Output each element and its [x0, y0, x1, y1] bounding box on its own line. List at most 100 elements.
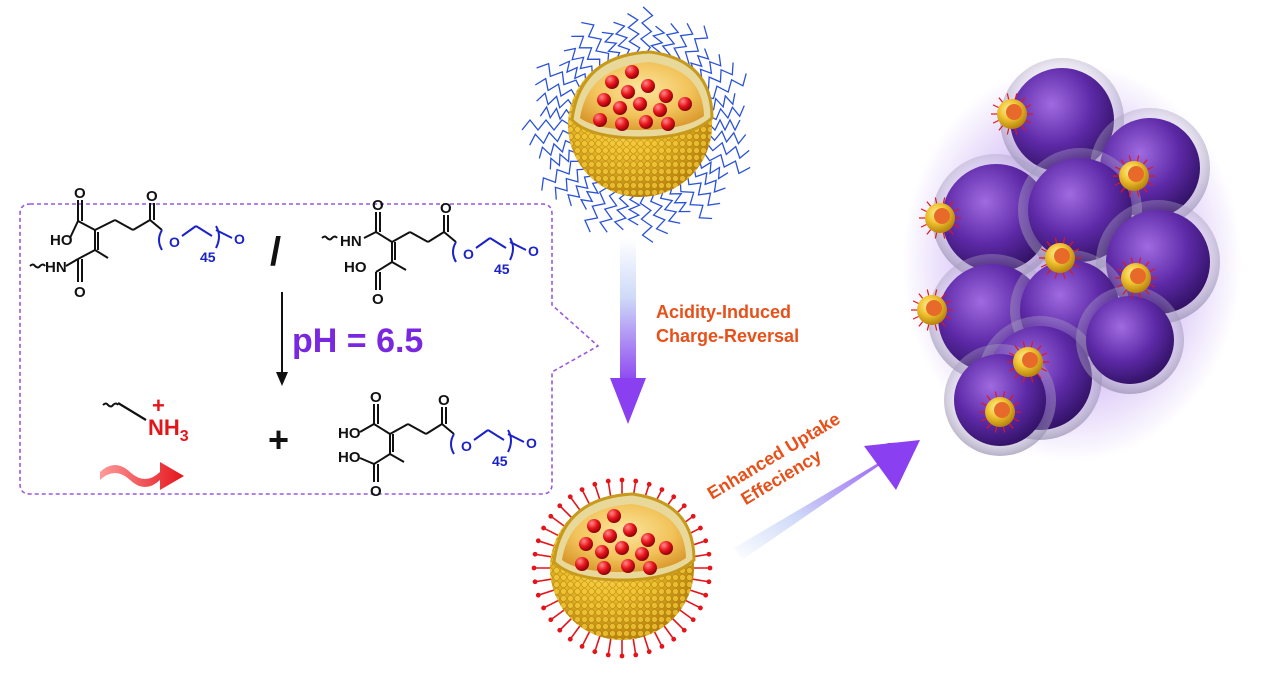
- small-spike: [1149, 283, 1156, 288]
- small-spike: [934, 197, 938, 204]
- charge-tip: [567, 494, 573, 500]
- product-ester-carbonyl-label: O: [438, 392, 450, 409]
- product-o1-label: O: [370, 389, 382, 406]
- drug-molecule: [597, 561, 611, 575]
- small-spike: [918, 321, 924, 327]
- charge-spike: [642, 634, 650, 652]
- drug-molecule: [605, 75, 619, 89]
- small-spike: [1006, 93, 1010, 100]
- charge-spike: [632, 637, 637, 656]
- ph-condition: pH = 6.5: [292, 322, 423, 360]
- drug-molecule: [575, 557, 589, 571]
- charge-tip: [619, 477, 625, 483]
- charge-tip: [706, 579, 712, 585]
- peg-chain: [704, 73, 747, 100]
- charge-tip: [535, 538, 541, 544]
- small-spike: [1136, 190, 1140, 197]
- charge-spike: [550, 515, 566, 528]
- small-spike: [940, 321, 946, 327]
- small-spike: [1041, 367, 1048, 372]
- small-spike: [942, 232, 946, 239]
- uptake-label: Enhanced Uptake Effeciency: [704, 406, 859, 522]
- small-spike: [1149, 268, 1156, 273]
- charge-tip: [706, 551, 712, 557]
- down-arrow: [610, 238, 646, 424]
- charge-spike: [688, 588, 706, 596]
- small-spike: [1013, 402, 1020, 407]
- charge-tip: [541, 525, 546, 531]
- charge-tip: [633, 478, 639, 484]
- small-spike: [994, 391, 998, 398]
- charge-spike: [550, 608, 566, 621]
- small-spike: [920, 208, 927, 213]
- small-spike: [942, 197, 946, 204]
- small-spike: [912, 300, 919, 305]
- peg-chain: [601, 31, 621, 60]
- peg-chain: [541, 160, 581, 191]
- small-spike: [1046, 269, 1052, 275]
- small-spike: [934, 289, 938, 296]
- small-spike: [1068, 241, 1074, 247]
- small-nanoparticle-core: [1130, 268, 1146, 284]
- product-ester-o-label: O: [461, 438, 472, 454]
- peg-chain: [627, 194, 641, 226]
- small-nanoparticle-core: [926, 300, 942, 316]
- peg-chain: [571, 35, 601, 68]
- reaction-arrow: [276, 292, 288, 386]
- small-spike: [912, 315, 919, 320]
- small-spike: [934, 232, 938, 239]
- right-ester-carbonyl-label: O: [440, 200, 452, 217]
- charge-tip: [703, 538, 709, 544]
- small-spike: [1122, 289, 1128, 295]
- charge-tip: [633, 652, 639, 658]
- small-spike: [1114, 181, 1121, 186]
- small-spike: [992, 119, 999, 124]
- peg-chain: [627, 13, 641, 56]
- small-spike: [945, 300, 952, 305]
- right-ether-o-label: O: [528, 243, 539, 259]
- small-spike: [1147, 166, 1154, 171]
- charge-tip: [531, 565, 537, 571]
- peg-chain: [703, 152, 751, 175]
- charge-tip: [557, 627, 563, 633]
- charge-spike: [594, 634, 602, 652]
- peg-chain: [613, 21, 631, 57]
- drug-molecule: [607, 509, 621, 523]
- small-spike: [1054, 237, 1058, 244]
- charge-spike: [538, 540, 556, 548]
- peg-chain: [639, 194, 654, 243]
- charge-tip: [646, 649, 652, 655]
- charge-spike: [581, 489, 591, 506]
- small-spike: [1002, 391, 1006, 398]
- small-nanoparticle-core: [994, 402, 1010, 418]
- small-spike: [1025, 104, 1032, 109]
- peg-chain: [559, 60, 587, 81]
- small-spike: [1025, 119, 1032, 124]
- small-spike: [1122, 261, 1128, 267]
- small-spike: [998, 125, 1004, 131]
- acid-product-peg: [450, 429, 525, 455]
- charge-tip: [535, 592, 541, 598]
- drug-molecule: [641, 79, 655, 93]
- cell-nucleus: [1010, 68, 1114, 172]
- drug-molecule: [615, 541, 629, 555]
- peg-chain: [613, 193, 630, 231]
- small-spike: [918, 293, 924, 299]
- charge-spike: [678, 608, 694, 621]
- small-spike: [1022, 341, 1026, 348]
- peg-chain: [529, 129, 571, 146]
- right-hn-label: HN: [340, 233, 362, 250]
- amine-product: + NH3: [102, 393, 189, 445]
- cell-nucleus: [1086, 296, 1174, 384]
- small-spike: [1040, 248, 1047, 253]
- peg-chain: [521, 118, 571, 132]
- peg-chain: [554, 168, 586, 200]
- charge-tip: [698, 605, 703, 611]
- small-spike: [1008, 423, 1014, 429]
- drug-molecule: [579, 537, 593, 551]
- small-spike: [926, 324, 930, 331]
- right-reactant-structure: [321, 212, 457, 290]
- peg-chain: [539, 105, 572, 121]
- small-spike: [1128, 190, 1132, 197]
